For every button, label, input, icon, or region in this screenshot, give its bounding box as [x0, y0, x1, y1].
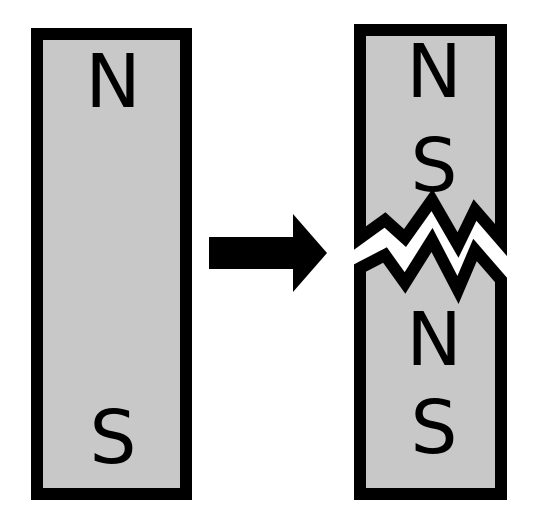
intact-magnet-south-label: S: [90, 395, 137, 481]
upper-piece-north-label: N: [406, 29, 461, 115]
intact-magnet-body: [31, 28, 192, 500]
upper-piece-body: [354, 24, 507, 258]
broken-magnet-lower-piece: N S: [354, 227, 507, 500]
intact-magnet: N S: [31, 28, 192, 500]
broken-magnet-upper-piece: N S: [354, 24, 507, 258]
lower-piece-south-label: S: [411, 385, 458, 471]
lower-piece-body: [354, 227, 507, 500]
lower-piece-north-label: N: [406, 297, 461, 383]
right-arrow-icon: [209, 214, 327, 292]
intact-magnet-north-label: N: [85, 39, 140, 125]
upper-piece-south-label: S: [411, 123, 458, 209]
